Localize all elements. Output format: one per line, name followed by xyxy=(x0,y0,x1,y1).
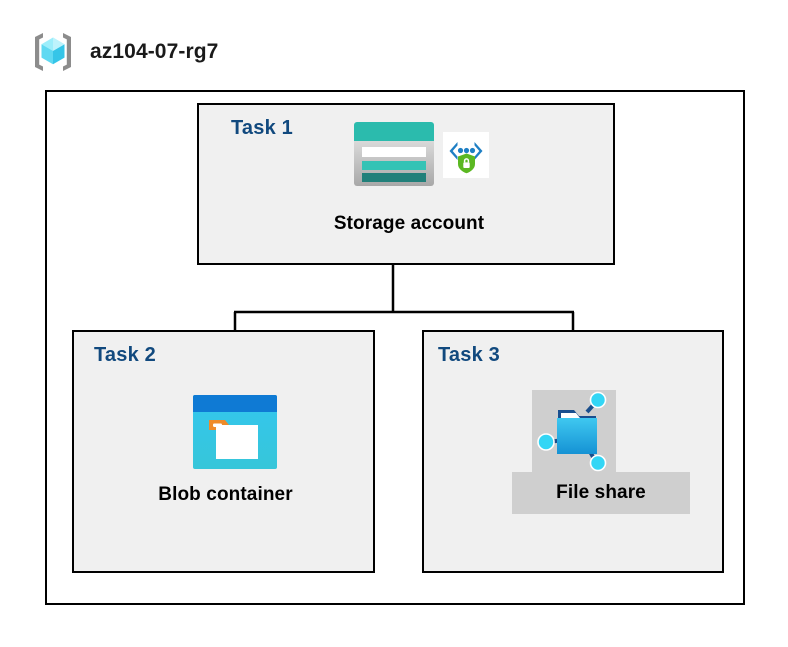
task-1-box[interactable]: Task 1 xyxy=(197,103,615,265)
storage-account-caption: Storage account xyxy=(333,213,485,234)
task-1-label: Task 1 xyxy=(231,117,293,139)
blob-container-caption: Blob container xyxy=(158,484,293,505)
blob-container-icon[interactable] xyxy=(192,394,278,470)
task-3-label: Task 3 xyxy=(438,344,500,366)
task-3-box[interactable]: Task 3 File share xyxy=(422,330,724,573)
resource-group-cube-icon xyxy=(35,33,71,71)
file-share-caption: File share xyxy=(556,482,646,503)
task-2-label: Task 2 xyxy=(94,344,156,366)
resource-group-header: az104-07-rg7 xyxy=(30,26,450,78)
task-2-box[interactable]: Task 2 Blob container xyxy=(72,330,375,573)
resource-group-name: az104-07-rg7 xyxy=(90,40,219,63)
file-share-icon[interactable] xyxy=(534,390,616,474)
private-endpoint-icon xyxy=(443,132,489,178)
storage-account-icon xyxy=(354,122,434,186)
file-share-caption-highlight xyxy=(512,472,690,514)
storage-account-icon-group xyxy=(353,121,489,187)
